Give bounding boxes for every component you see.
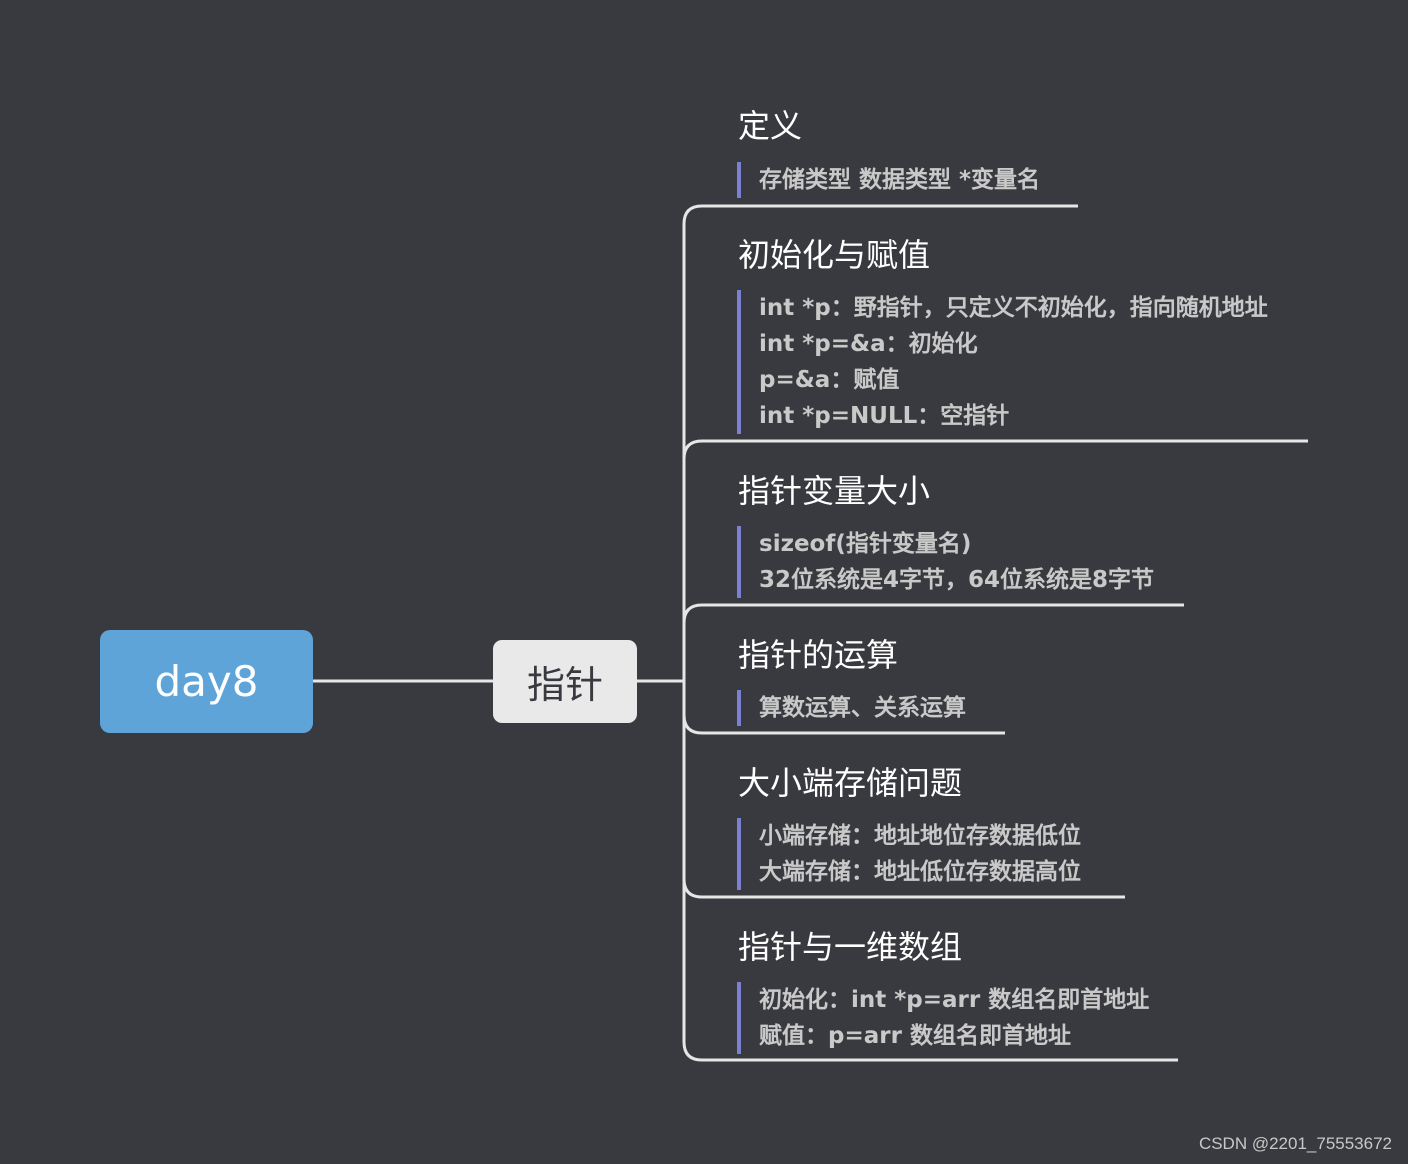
subtopic-title[interactable]: 指针与一维数组: [738, 928, 963, 966]
subtopic-notes: 算数运算、关系运算: [737, 690, 966, 726]
branch-underline-ops: [682, 714, 1005, 735]
subtopic-title[interactable]: 定义: [738, 107, 803, 145]
root-label: day8: [154, 657, 259, 706]
note-line: p=&a：赋值: [759, 367, 900, 393]
branch-underline-def: [682, 204, 1078, 225]
main-topic-node[interactable]: 指针: [493, 640, 637, 723]
subtopic-notes: sizeof(指针变量名) 32位系统是4字节，64位系统是8字节: [737, 526, 1154, 598]
note-line: sizeof(指针变量名): [759, 531, 972, 557]
subtopic-notes: int *p：野指针，只定义不初始化，指向随机地址 int *p=&a：初始化 …: [737, 290, 1268, 434]
subtopic-title[interactable]: 初始化与赋值: [738, 236, 931, 274]
branch-underline-endian: [682, 878, 1125, 899]
note-line: int *p=&a：初始化: [759, 331, 978, 357]
subtopic-notes: 初始化：int *p=arr 数组名即首地址 赋值：p=arr 数组名即首地址: [737, 982, 1149, 1054]
watermark: CSDN @2201_75553672: [1198, 1134, 1392, 1153]
note-line: int *p：野指针，只定义不初始化，指向随机地址: [759, 295, 1268, 321]
main-topic-label: 指针: [526, 663, 603, 707]
branch-underline-array: [682, 1041, 1178, 1062]
branch-underline-size: [682, 603, 1184, 624]
subtopic-title[interactable]: 指针的运算: [738, 636, 899, 674]
note-line: 32位系统是4字节，64位系统是8字节: [759, 567, 1155, 593]
subtopic-title[interactable]: 指针变量大小: [738, 472, 931, 510]
note-line: 初始化：int *p=arr 数组名即首地址: [759, 987, 1150, 1013]
note-line: 存储类型 数据类型 *变量名: [759, 167, 1041, 193]
note-line: 小端存储：地址地位存数据低位: [759, 823, 1081, 849]
root-node[interactable]: day8: [100, 630, 313, 733]
note-line: 大端存储：地址低位存数据高位: [759, 859, 1081, 885]
subtopic-notes: 存储类型 数据类型 *变量名: [737, 162, 1040, 198]
note-line: int *p=NULL：空指针: [759, 403, 1010, 429]
subtopic-notes: 小端存储：地址地位存数据低位 大端存储：地址低位存数据高位: [737, 818, 1081, 890]
branch-underline-init: [682, 439, 1308, 460]
note-line: 算数运算、关系运算: [759, 695, 966, 721]
note-line: 赋值：p=arr 数组名即首地址: [759, 1023, 1071, 1049]
subtopic-title[interactable]: 大小端存储问题: [738, 764, 963, 802]
